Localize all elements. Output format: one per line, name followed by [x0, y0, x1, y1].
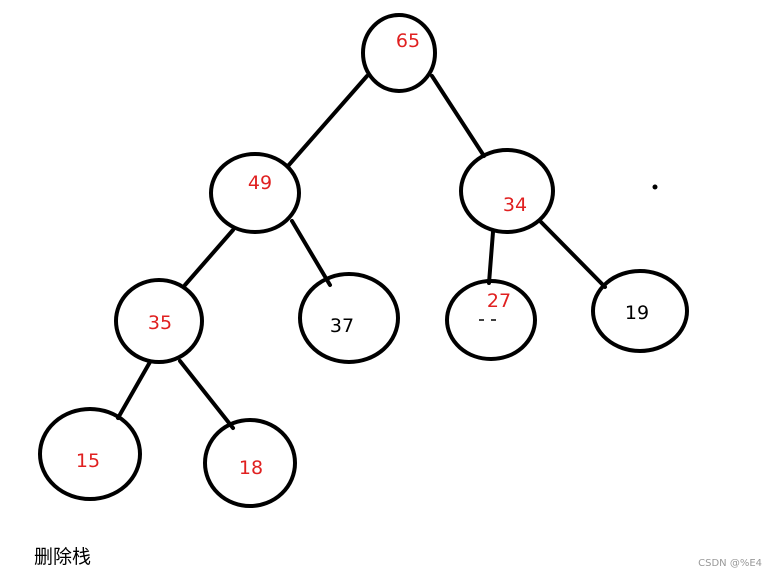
node-27: 27 [445, 279, 537, 361]
edge-35-18 [178, 359, 235, 430]
node-65: 65 [361, 13, 437, 93]
edge-49-35 [183, 228, 235, 287]
node-15-label: 15 [76, 450, 100, 472]
node-35-label: 35 [148, 312, 172, 334]
edge-35-15 [116, 360, 152, 420]
node-65-label: 65 [396, 30, 420, 52]
node-18: 18 [203, 418, 297, 508]
edge-65-34 [430, 74, 486, 158]
edge-65-49 [286, 74, 369, 168]
node-37: 37 [298, 272, 400, 364]
node-37-label: 37 [330, 315, 354, 337]
node-34: 34 [459, 148, 555, 234]
node-49-label: 49 [248, 172, 272, 194]
watermark-text: CSDN @%E4 [698, 558, 762, 569]
node-34-label: 34 [503, 194, 527, 216]
edge-34-27 [487, 230, 495, 285]
node-15: 15 [38, 407, 142, 501]
stray-dot [652, 184, 658, 190]
caption-text: 删除栈 [34, 546, 92, 568]
edge-49-37 [290, 219, 332, 287]
node-19-label: 19 [625, 302, 649, 324]
node-49: 49 [209, 152, 301, 234]
node-27-label: 27 [487, 290, 511, 312]
node-19: 19 [591, 269, 689, 353]
edge-34-19 [539, 220, 607, 289]
node-18-label: 18 [239, 457, 263, 479]
node-35: 35 [114, 278, 204, 364]
